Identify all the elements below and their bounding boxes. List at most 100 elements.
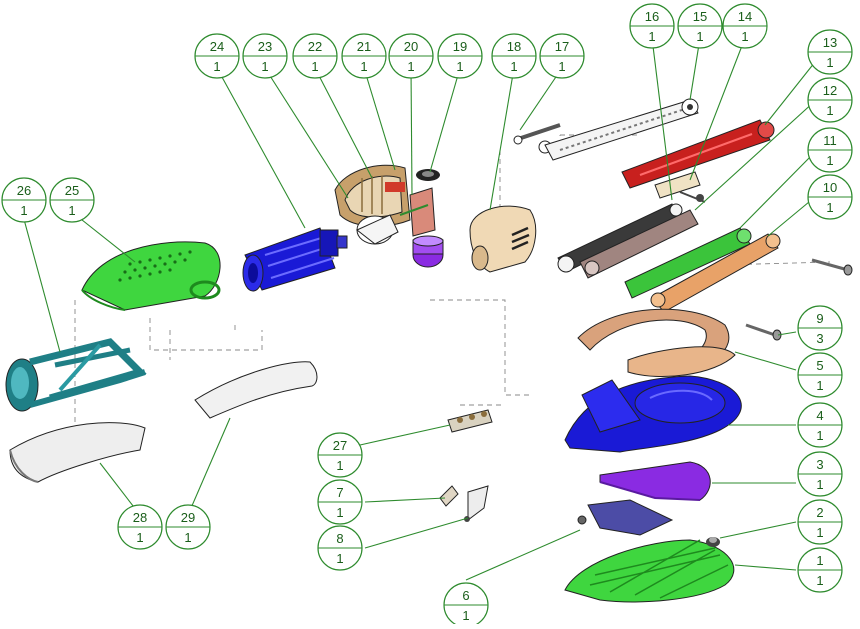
balloon-17: 171: [539, 33, 585, 79]
part-28-curved-sheet: [9, 422, 146, 483]
balloon-number: 21: [357, 39, 371, 54]
balloon-20: 201: [388, 33, 434, 79]
balloon-24: 241: [194, 33, 240, 79]
balloon-qty: 1: [213, 59, 220, 74]
balloon-10: 101: [807, 174, 853, 220]
balloon-qty: 1: [456, 59, 463, 74]
balloon-qty: 1: [696, 29, 703, 44]
balloon-qty: 1: [136, 530, 143, 545]
balloon-qty: 1: [68, 203, 75, 218]
balloon-number: 28: [133, 510, 147, 525]
balloon-12: 121: [807, 77, 853, 123]
balloon-number: 27: [333, 438, 347, 453]
balloon-number: 1: [816, 553, 823, 568]
balloon-qty: 1: [648, 29, 655, 44]
balloon-18: 181: [491, 33, 537, 79]
balloon-9: 93: [797, 305, 843, 351]
part-2-knob: [706, 537, 720, 547]
balloon-13: 131: [807, 29, 853, 75]
part-13-red-arm: [621, 119, 775, 189]
balloon-number: 17: [555, 39, 569, 54]
balloon-number: 6: [462, 588, 469, 603]
balloon-19: 191: [437, 33, 483, 79]
balloon-qty: 1: [20, 203, 27, 218]
balloon-number: 20: [404, 39, 418, 54]
balloon-27: 271: [317, 432, 363, 478]
balloon-6: 61: [443, 582, 489, 628]
balloon-3: 31: [797, 451, 843, 497]
part-14-pin: [654, 171, 706, 203]
balloon-number: 18: [507, 39, 521, 54]
balloon-qty: 1: [826, 200, 833, 215]
balloon-qty: 1: [826, 103, 833, 118]
balloon-qty: 1: [360, 59, 367, 74]
balloon-15: 151: [677, 3, 723, 49]
balloon-22: 221: [292, 33, 338, 79]
balloon-qty: 1: [261, 59, 268, 74]
balloon-qty: 1: [336, 551, 343, 566]
balloon-4: 41: [797, 402, 843, 448]
balloon-number: 19: [453, 39, 467, 54]
balloon-number: 12: [823, 83, 837, 98]
balloon-number: 3: [816, 457, 823, 472]
part-27-bracket: [447, 409, 493, 433]
part-10-tan-arm: [650, 233, 781, 313]
part-purple-coupling: [412, 235, 444, 268]
part-21-23-fan-housing: [334, 164, 411, 245]
part-pink-arm: [579, 209, 699, 279]
balloon-qty: 1: [816, 573, 823, 588]
balloon-qty: 1: [558, 59, 565, 74]
balloon-28: 281: [117, 504, 163, 550]
balloon-qty: 1: [336, 458, 343, 473]
part-3-plate: [599, 461, 711, 501]
balloon-number: 11: [823, 133, 837, 148]
balloon-qty: 1: [826, 55, 833, 70]
part-25-green-cover: [81, 241, 221, 311]
balloon-number: 2: [816, 505, 823, 520]
balloon-qty: 1: [184, 530, 191, 545]
balloon-1: 11: [797, 547, 843, 593]
balloon-21: 211: [341, 33, 387, 79]
balloon-number: 4: [816, 408, 823, 423]
part-19-gear: [416, 169, 440, 181]
balloon-25: 251: [49, 177, 95, 223]
balloon-number: 9: [816, 311, 823, 326]
balloons: 1121314151617181931011111211311411511611…: [1, 3, 853, 628]
balloon-qty: 3: [816, 331, 823, 346]
part-24-blue-motor: [242, 227, 348, 292]
part-4-base-housing: [564, 375, 742, 453]
balloon-qty: 1: [407, 59, 414, 74]
balloon-number: 10: [823, 180, 837, 195]
part-5-ring: [577, 308, 736, 377]
part-15-16-long-arm: [544, 98, 699, 161]
balloon-qty: 1: [826, 153, 833, 168]
parts: [5, 98, 853, 603]
balloon-number: 25: [65, 183, 79, 198]
balloon-11: 111: [807, 127, 853, 173]
balloon-qty: 1: [311, 59, 318, 74]
balloon-qty: 1: [336, 505, 343, 520]
balloon-number: 5: [816, 358, 823, 373]
part-7-clip: [439, 485, 459, 507]
part-1-grid-plate: [564, 539, 735, 603]
part-20-bracket: [399, 187, 436, 237]
part-29-curved-sheet: [194, 361, 318, 419]
balloon-number: 14: [738, 9, 752, 24]
balloon-qty: 1: [816, 525, 823, 540]
balloon-23: 231: [242, 33, 288, 79]
balloon-number: 15: [693, 9, 707, 24]
balloon-2: 21: [797, 499, 843, 545]
balloon-number: 16: [645, 9, 659, 24]
balloon-number: 13: [823, 35, 837, 50]
balloon-qty: 1: [816, 378, 823, 393]
balloon-5: 51: [797, 352, 843, 398]
balloon-26: 261: [1, 177, 47, 223]
balloon-number: 26: [17, 183, 31, 198]
balloon-number: 8: [336, 531, 343, 546]
part-6-dark-plate: [577, 499, 674, 536]
balloon-qty: 1: [816, 428, 823, 443]
balloon-number: 24: [210, 39, 224, 54]
balloon-qty: 1: [741, 29, 748, 44]
